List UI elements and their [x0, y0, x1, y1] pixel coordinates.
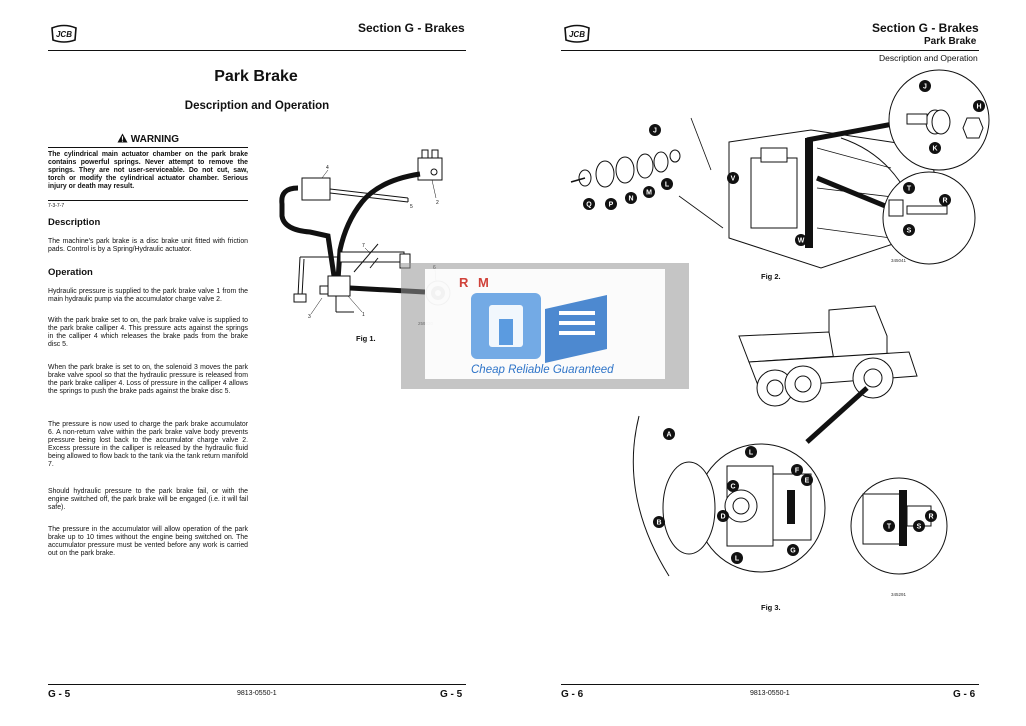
warning-top-rule [48, 147, 248, 148]
footer-page-left: G - 6 [561, 689, 584, 700]
operation-heading: Operation [48, 267, 93, 278]
fig2-number: 345041 [891, 258, 907, 263]
operation-para-3: When the park brake is set to on, the so… [48, 364, 248, 395]
svg-text:Q: Q [586, 202, 592, 209]
fig1-callout: 7 [362, 243, 365, 249]
page-title: Park Brake [214, 68, 298, 85]
header-rule [48, 50, 466, 51]
svg-text:T: T [887, 524, 892, 531]
operation-para-2: With the park brake set to on, the park … [48, 317, 248, 348]
header-topic: Description and Operation [879, 53, 978, 63]
footer-doc-number: 9813-0550-1 [750, 690, 790, 697]
fig2-label: Fig 2. [761, 272, 781, 281]
footer-doc-number: 9813-0550-1 [237, 690, 277, 697]
svg-text:L: L [665, 182, 670, 189]
fig1-callout: 2 [436, 200, 439, 206]
fig1-callout: 1 [362, 312, 365, 318]
fig2-callouts: J J H K Q P N M L V W T R S [583, 80, 985, 246]
fig1-label: Fig 1. [356, 334, 376, 343]
svg-text:E: E [805, 478, 810, 485]
warning-code: 7-3-7-7 [48, 203, 65, 209]
svg-text:R: R [928, 514, 933, 521]
svg-text:D: D [720, 514, 725, 521]
fig3-number: 345291 [891, 592, 907, 597]
svg-text:L: L [749, 450, 754, 457]
watermark-panel: R M [425, 269, 665, 379]
operation-para-1: Hydraulic pressure is supplied to the pa… [48, 288, 248, 303]
footer-rule [48, 684, 466, 685]
warning-heading: WARNING [48, 133, 248, 145]
svg-text:R: R [942, 198, 947, 205]
svg-text:P: P [609, 202, 614, 209]
svg-text:B: B [656, 520, 661, 527]
svg-text:N: N [628, 196, 633, 203]
watermark: R M Cheap Reliable Guaranteed [401, 263, 689, 389]
svg-text:H: H [976, 104, 981, 111]
svg-text:C: C [730, 484, 735, 491]
svg-text:T: T [907, 186, 912, 193]
watermark-tagline: Cheap Reliable Guaranteed [471, 364, 614, 376]
watermark-letters: R M [459, 275, 492, 290]
svg-text:S: S [907, 228, 912, 235]
svg-text:S: S [917, 524, 922, 531]
fig3-dumper-brake-view: A B L F E C D G L T S R [632, 305, 948, 577]
svg-text:L: L [735, 556, 740, 563]
fig2-brake-exploded-view: J J H K Q P N M L V W T R S [570, 69, 990, 269]
svg-text:V: V [731, 176, 736, 183]
description-heading: Description [48, 217, 101, 228]
svg-text:J: J [923, 84, 927, 91]
svg-text:K: K [932, 146, 937, 153]
footer-page-right: G - 6 [953, 689, 976, 700]
watermark-logo-icon [471, 293, 607, 363]
fig1-callout: 4 [326, 165, 329, 171]
operation-para-6: The pressure in the accumulator will all… [48, 526, 248, 557]
fig1-callout: 3 [308, 314, 311, 320]
description-text: The machine's park brake is a disc brake… [48, 238, 248, 253]
svg-text:JCB: JCB [56, 30, 72, 39]
svg-text:J: J [653, 128, 657, 135]
svg-text:JCB: JCB [569, 30, 585, 39]
warning-bottom-rule [48, 200, 248, 201]
fig1-callout: 5 [410, 204, 413, 210]
warning-label: WARNING [130, 134, 180, 145]
operation-para-4: The pressure is now used to charge the p… [48, 421, 248, 468]
jcb-logo: JCB [564, 24, 590, 43]
svg-text:M: M [646, 190, 652, 197]
fig3-callouts: A B L F E C D G L T S R [653, 428, 937, 564]
warning-text: The cylindrical main actuator chamber on… [48, 151, 248, 190]
svg-text:F: F [795, 468, 800, 475]
svg-text:W: W [798, 238, 805, 245]
page-g6: JCB Section G - Brakes Park Brake Descri… [513, 0, 1026, 726]
warning-triangle-icon [117, 133, 128, 143]
fig3-label: Fig 3. [761, 603, 781, 612]
svg-text:G: G [790, 548, 796, 555]
footer-rule [561, 684, 979, 685]
jcb-logo: JCB [51, 24, 77, 43]
footer-page-left: G - 5 [48, 689, 71, 700]
page-subtitle: Description and Operation [184, 100, 330, 112]
svg-text:A: A [666, 432, 671, 439]
header-rule [561, 50, 979, 51]
section-title: Section G - Brakes [358, 21, 465, 35]
section-subtitle: Park Brake [924, 36, 977, 47]
section-title: Section G - Brakes [872, 21, 979, 35]
operation-para-5: Should hydraulic pressure to the park br… [48, 488, 248, 511]
footer-page-right: G - 5 [440, 689, 463, 700]
